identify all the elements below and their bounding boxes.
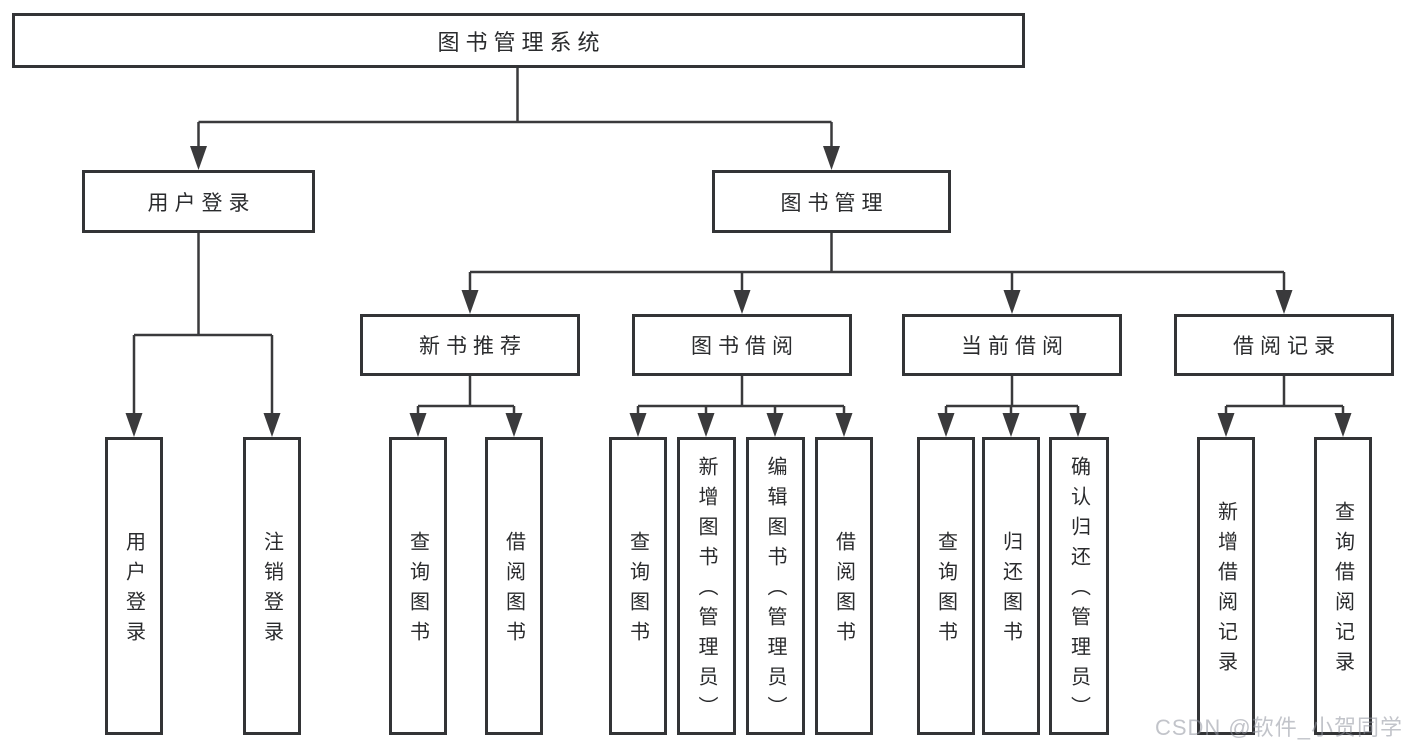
connector-current-borrow-branch: [944, 376, 1080, 415]
connector-borrow-records-branch: [1224, 376, 1345, 415]
node-borrow-records: 借阅记录: [1174, 314, 1394, 376]
node-leaf-borrow-books: 借阅图书: [485, 437, 543, 735]
arrow-down-icon: [1002, 413, 1020, 437]
node-current-borrow: 当前借阅: [902, 314, 1122, 376]
node-leaf-add-books-admin: 新增图书（管理员）: [677, 437, 736, 735]
arrow-down-icon: [1334, 413, 1352, 437]
node-leaf-query-books: 查询图书: [389, 437, 447, 735]
node-leaf-query-books-2: 查询图书: [609, 437, 667, 735]
arrow-down-icon: [823, 146, 840, 170]
arrowheads: [125, 146, 1352, 437]
connector-new-book-branch: [416, 376, 516, 415]
node-leaf-edit-books-admin: 编辑图书（管理员）: [746, 437, 805, 735]
node-leaf-add-borrow-record: 新增借阅记录: [1197, 437, 1255, 735]
arrow-down-icon: [461, 290, 479, 314]
node-leaf-confirm-return-admin: 确认归还（管理员）: [1049, 437, 1109, 735]
arrow-down-icon: [125, 413, 143, 437]
arrow-down-icon: [766, 413, 784, 437]
arrow-down-icon: [409, 413, 427, 437]
node-leaf-query-books-3: 查询图书: [917, 437, 975, 735]
arrow-down-icon: [263, 413, 281, 437]
connector-book-borrow-branch: [636, 376, 846, 415]
arrow-down-icon: [1003, 290, 1021, 314]
connector-root-to-level2: [197, 68, 833, 149]
node-leaf-user-login: 用户登录: [105, 437, 163, 735]
arrow-down-icon: [697, 413, 715, 437]
connector-user-login-branch: [132, 233, 274, 415]
node-leaf-query-borrow-record: 查询借阅记录: [1314, 437, 1372, 735]
arrow-down-icon: [835, 413, 853, 437]
arrow-down-icon: [1217, 413, 1235, 437]
arrow-down-icon: [1069, 413, 1087, 437]
arrow-down-icon: [937, 413, 955, 437]
watermark-csdn: CSDN @软件_小贺同学: [1154, 715, 1403, 740]
arrow-down-icon: [1275, 290, 1293, 314]
arrow-down-icon: [190, 146, 207, 170]
arrow-down-icon: [733, 290, 751, 314]
node-leaf-borrow-books-2: 借阅图书: [815, 437, 873, 735]
node-leaf-return-books: 归还图书: [982, 437, 1040, 735]
node-user-login: 用户登录: [82, 170, 315, 233]
node-book-borrow: 图书借阅: [632, 314, 852, 376]
connector-book-management-branch: [468, 233, 1286, 292]
arrow-down-icon: [505, 413, 523, 437]
node-leaf-logout: 注销登录: [243, 437, 301, 735]
node-new-book-recommend: 新书推荐: [360, 314, 580, 376]
node-book-management: 图书管理: [712, 170, 951, 233]
arrow-down-icon: [629, 413, 647, 437]
node-library-management-system: 图书管理系统: [12, 13, 1025, 68]
